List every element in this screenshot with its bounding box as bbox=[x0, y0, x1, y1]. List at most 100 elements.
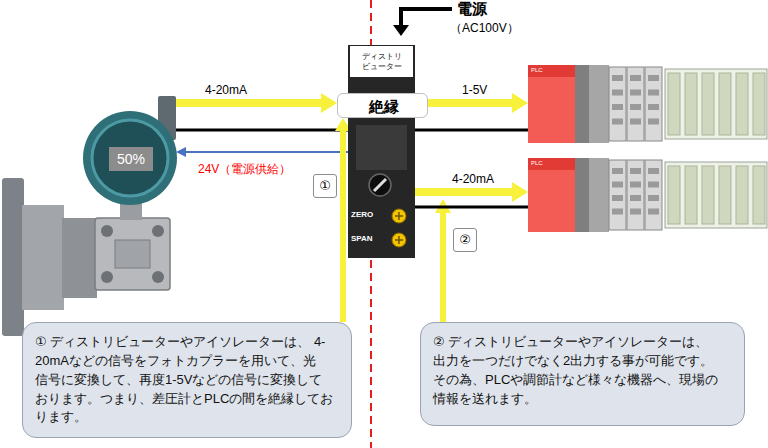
terminal bbox=[648, 168, 659, 174]
arrowhead bbox=[176, 147, 186, 157]
card bbox=[668, 166, 680, 224]
distributor-box: ディストリ ビューターZEROSPAN絶縁 bbox=[348, 45, 415, 258]
terminal bbox=[612, 75, 623, 81]
card bbox=[702, 73, 714, 135]
terminal bbox=[648, 209, 659, 215]
module-top bbox=[528, 65, 575, 77]
connector bbox=[415, 207, 528, 208]
adjust-label: ZERO bbox=[351, 210, 387, 222]
bolt bbox=[152, 225, 164, 237]
leader-line bbox=[440, 212, 446, 322]
terminal bbox=[630, 90, 641, 96]
card bbox=[685, 166, 697, 224]
callout-box: ② bbox=[453, 228, 477, 252]
terminal bbox=[612, 90, 623, 96]
terminal bbox=[612, 182, 623, 188]
plc-rack bbox=[528, 158, 768, 232]
io-module bbox=[609, 160, 626, 230]
terminal bbox=[612, 104, 623, 110]
terminal bbox=[648, 90, 659, 96]
body-center bbox=[115, 240, 150, 268]
signal-label: 1-5V bbox=[462, 83, 487, 97]
terminal bbox=[612, 119, 623, 125]
bolt bbox=[101, 225, 113, 237]
plc-unit: PLC bbox=[528, 158, 768, 232]
terminal bbox=[612, 168, 623, 174]
card bbox=[753, 73, 765, 135]
plc-rack bbox=[528, 65, 768, 143]
isolation-label: 絶縁 bbox=[338, 94, 429, 119]
card-slot bbox=[665, 162, 767, 228]
flange bbox=[2, 178, 24, 336]
note-text: ① ディストリビューターやアイソレーターは、 4-20mAなどの信号をフォトカプ… bbox=[35, 333, 339, 427]
plc-unit: PLC bbox=[528, 65, 768, 143]
power-line bbox=[401, 9, 452, 26]
nameplate bbox=[350, 46, 413, 77]
signal-label: 24V（電源供給） bbox=[198, 161, 291, 178]
terminal bbox=[648, 119, 659, 125]
transmitter-illustration bbox=[2, 96, 177, 336]
terminal bbox=[630, 119, 641, 125]
screw-slot bbox=[374, 179, 386, 191]
terminal bbox=[648, 104, 659, 110]
device-name: ディストリ ビューター bbox=[352, 48, 411, 75]
front-window bbox=[356, 125, 407, 170]
io-module bbox=[645, 67, 662, 141]
terminal bbox=[612, 209, 623, 215]
card bbox=[668, 73, 680, 135]
connector-line bbox=[415, 129, 528, 132]
io-module bbox=[645, 160, 662, 230]
terminal bbox=[612, 195, 623, 201]
power-module bbox=[528, 158, 575, 232]
terminal bbox=[648, 182, 659, 188]
card bbox=[736, 73, 748, 135]
card bbox=[719, 166, 731, 224]
note-box: ① ディストリビューターやアイソレーターは、 4-20mAなどの信号をフォトカプ… bbox=[22, 322, 352, 438]
leader-line bbox=[435, 199, 451, 322]
bolt bbox=[152, 271, 164, 283]
arrowhead bbox=[512, 182, 528, 202]
power-module bbox=[528, 65, 575, 143]
cpu-module bbox=[575, 158, 589, 232]
housing bbox=[348, 45, 415, 258]
distributor-panel bbox=[348, 45, 415, 258]
power-arrow bbox=[393, 9, 452, 36]
isolation-box: 絶縁 bbox=[337, 93, 428, 118]
display-value: 50% bbox=[109, 147, 153, 171]
flange-neck bbox=[62, 218, 97, 298]
terminal bbox=[630, 209, 641, 215]
body bbox=[95, 218, 170, 290]
card bbox=[736, 166, 748, 224]
callout-number: ② bbox=[454, 229, 476, 251]
head bbox=[83, 111, 177, 205]
connector-line bbox=[176, 99, 322, 107]
terminal bbox=[630, 182, 641, 188]
card bbox=[719, 73, 731, 135]
io-module bbox=[627, 160, 644, 230]
arrowhead bbox=[393, 25, 409, 36]
flange bbox=[22, 205, 64, 310]
connector-line bbox=[340, 130, 346, 322]
callout-box: ① bbox=[313, 174, 337, 198]
terminal bbox=[630, 75, 641, 81]
power-label: 電源 bbox=[457, 0, 487, 19]
plc-label: PLC bbox=[531, 160, 555, 169]
cpu-module bbox=[589, 65, 609, 143]
connector-line bbox=[415, 188, 513, 196]
cpu-module bbox=[575, 65, 589, 143]
connector-line bbox=[415, 206, 528, 209]
terminal bbox=[648, 195, 659, 201]
adjust-label: SPAN bbox=[351, 234, 387, 246]
card-slot bbox=[665, 69, 767, 139]
card bbox=[753, 166, 765, 224]
terminal bbox=[630, 104, 641, 110]
note-text: ② ディストリビューターやアイソレーターは、 出力を一つだけでなく2出力する事が… bbox=[433, 333, 732, 408]
connector-line bbox=[185, 151, 348, 153]
io-module bbox=[627, 67, 644, 141]
adjust-screw bbox=[369, 174, 391, 196]
trim-screw bbox=[392, 233, 406, 247]
bolt bbox=[101, 271, 113, 283]
plc-label: PLC bbox=[531, 67, 555, 76]
arrowhead bbox=[321, 93, 337, 113]
